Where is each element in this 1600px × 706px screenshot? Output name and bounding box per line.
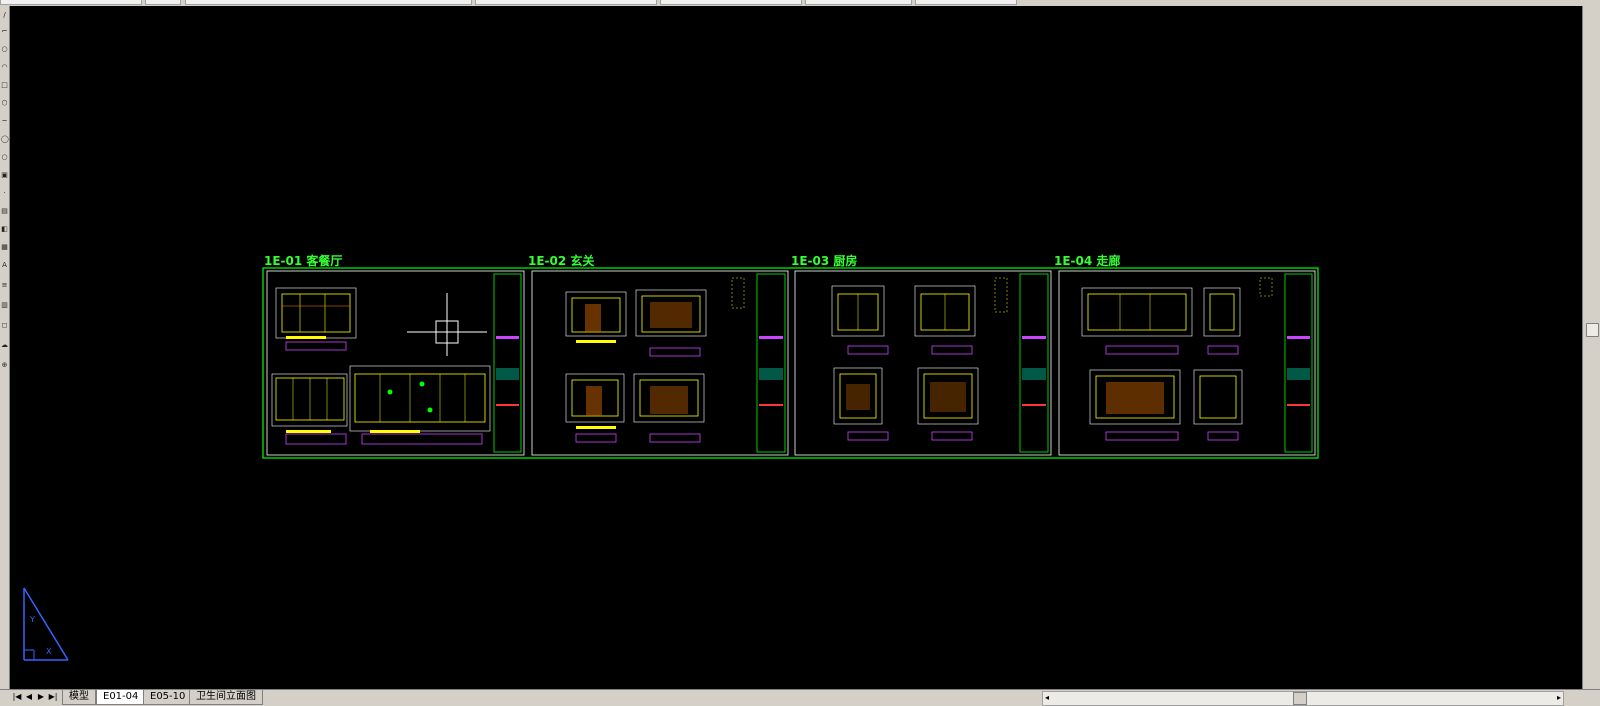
sheet-1e02 xyxy=(531,270,789,456)
next-tab-button[interactable]: ▶ xyxy=(37,692,45,701)
first-tab-button[interactable]: |◀ xyxy=(12,692,22,701)
horizontal-scroll-thumb[interactable] xyxy=(1293,692,1307,705)
drawing-canvas[interactable]: 1E-01 客餐厅 1E-02 玄关 1E-03 厨房 1E-04 走廊 xyxy=(10,6,1582,689)
point-tool-icon[interactable]: · xyxy=(3,189,6,197)
top-toolbar-segment[interactable] xyxy=(915,0,1017,5)
block-tool-icon[interactable]: ▣ xyxy=(1,171,8,179)
top-toolbar-segment[interactable] xyxy=(805,0,912,5)
legend-list xyxy=(731,277,745,309)
gradient-tool-icon[interactable]: ▥ xyxy=(1,301,8,309)
sheet-1e01 xyxy=(266,270,525,456)
prev-tab-button[interactable]: ◀ xyxy=(25,692,33,701)
cad-drawing: 1E-01 客餐厅 1E-02 玄关 1E-03 厨房 1E-04 走廊 xyxy=(23,253,1319,661)
hatch-tool-icon[interactable]: ▤ xyxy=(1,207,8,215)
ucs-x-label: X xyxy=(46,647,52,656)
sheet-inner-border xyxy=(794,270,1052,456)
crosshair-cursor xyxy=(407,293,487,356)
plan-strip xyxy=(285,341,347,351)
sheet-title: 1E-04 走廊 xyxy=(1054,253,1120,268)
circle-tool-icon[interactable]: ○ xyxy=(1,153,8,161)
top-toolbar-segment[interactable] xyxy=(475,0,657,5)
title-block-stripe xyxy=(496,404,519,406)
title-block-logo xyxy=(496,368,519,380)
scroll-left-icon[interactable]: ◂ xyxy=(1045,693,1050,702)
table-tool-icon[interactable]: ▦ xyxy=(1,243,8,251)
ucs-y-label: Y xyxy=(29,615,35,624)
tab-model[interactable]: 模型 xyxy=(62,690,96,705)
left-dock-area xyxy=(0,394,10,689)
tab-e01-04[interactable]: E01-04 xyxy=(96,690,146,705)
title-block-stripe xyxy=(496,336,519,339)
layout-tab-bar: |◀ ◀ ▶ ▶| 模型 E01-04 E05-10 卫生间立面图 ◂ ▸ xyxy=(0,689,1600,706)
view-caption xyxy=(286,336,326,339)
draw-toolbar: / ⌐ ○ ◠ □ ⬡ ~ ◯ ○ ▣ · ▤ ◧ ▦ A ≡ ▥ ◻ ☁ ⊕ xyxy=(0,6,10,394)
insert-tool-icon[interactable]: ⊕ xyxy=(1,361,8,369)
sheet-inner-border xyxy=(531,270,789,456)
text-tool-icon[interactable]: A xyxy=(2,261,7,269)
vertical-scrollbar[interactable] xyxy=(1582,6,1600,689)
sheet-title: 1E-02 玄关 xyxy=(528,253,594,268)
sheet-1e04 xyxy=(1058,270,1316,456)
title-block xyxy=(1284,273,1313,453)
vertical-scroll-thumb[interactable] xyxy=(1586,323,1599,337)
circle-tool-icon[interactable]: ○ xyxy=(1,45,8,53)
tab-e05-10[interactable]: E05-10 xyxy=(143,690,193,705)
top-toolbar-segment[interactable] xyxy=(145,0,181,5)
scroll-right-icon[interactable]: ▸ xyxy=(1556,693,1561,702)
ellipse-tool-icon[interactable]: ◯ xyxy=(1,135,9,143)
elevation-view xyxy=(275,287,357,339)
boundary-tool-icon[interactable]: ◻ xyxy=(1,321,8,329)
line-tool-icon[interactable]: / xyxy=(3,11,6,19)
rectangle-tool-icon[interactable]: □ xyxy=(1,81,8,89)
sheet-outer-border xyxy=(262,267,1319,459)
top-toolbar-segment[interactable] xyxy=(185,0,472,5)
tab-bathroom-elevations[interactable]: 卫生间立面图 xyxy=(189,690,263,705)
mtext-tool-icon[interactable]: ≡ xyxy=(1,281,8,289)
arc-tool-icon[interactable]: ◠ xyxy=(1,63,8,71)
sheet-title: 1E-01 客餐厅 xyxy=(264,253,342,268)
sheet-inner-border xyxy=(1058,270,1316,456)
title-block xyxy=(1019,273,1049,453)
sheet-inner-border xyxy=(266,270,525,456)
polygon-tool-icon[interactable]: ⬡ xyxy=(1,99,8,107)
top-toolbar-segment[interactable] xyxy=(0,0,142,5)
last-tab-button[interactable]: ▶| xyxy=(48,692,58,701)
ucs-icon: Y X xyxy=(23,587,69,661)
title-block xyxy=(493,273,522,453)
sheet-title: 1E-03 厨房 xyxy=(791,253,857,268)
title-block xyxy=(756,273,786,453)
top-toolbar-segment[interactable] xyxy=(660,0,802,5)
polyline-tool-icon[interactable]: ⌐ xyxy=(1,27,8,35)
elevation-linework xyxy=(281,293,351,333)
sheet-1e03 xyxy=(794,270,1052,456)
horizontal-scrollbar[interactable]: ◂ ▸ xyxy=(1042,691,1564,706)
region-tool-icon[interactable]: ◧ xyxy=(1,225,8,233)
revcloud-tool-icon[interactable]: ☁ xyxy=(1,341,8,349)
spline-tool-icon[interactable]: ~ xyxy=(1,117,8,125)
